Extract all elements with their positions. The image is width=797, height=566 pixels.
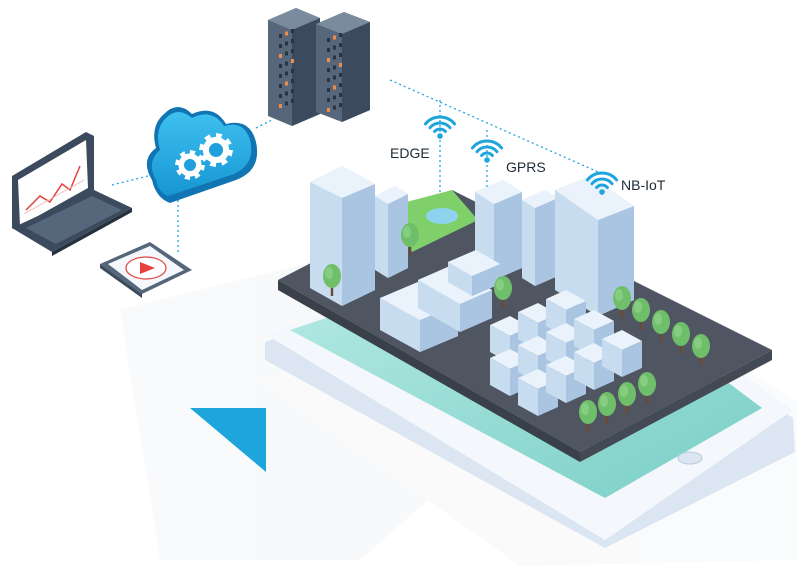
tree (323, 264, 341, 296)
tree (598, 392, 616, 424)
tree (692, 334, 710, 366)
accent-triangle (190, 408, 266, 472)
cloud-gears-icon (146, 107, 258, 203)
tree (618, 382, 636, 414)
buildings (310, 166, 642, 416)
label-edge: EDGE (390, 145, 430, 161)
tablet-play-icon (100, 242, 192, 298)
server-rack-icon (268, 8, 370, 126)
tree (638, 372, 656, 404)
building-tall-right (555, 176, 634, 316)
tree (579, 400, 597, 432)
building-mid-left (375, 186, 408, 278)
label-gprs: GPRS (506, 159, 546, 175)
wifi-signal-icon (585, 171, 619, 195)
low-blocks (380, 250, 500, 352)
tree (652, 310, 670, 342)
tree (672, 322, 690, 354)
label-nbiot: NB-IoT (621, 177, 666, 193)
tree (401, 223, 419, 255)
laptop-chart-icon (12, 132, 132, 256)
trees (323, 223, 710, 432)
cube-block (602, 330, 642, 377)
building-tall-left (310, 166, 375, 306)
building-center-towers (475, 180, 558, 286)
cube-grid (490, 290, 642, 416)
tree (613, 286, 631, 318)
tree (494, 276, 512, 308)
wifi-signal-icon (423, 115, 457, 139)
wifi-signal-icon (470, 139, 504, 163)
tree (632, 298, 650, 330)
